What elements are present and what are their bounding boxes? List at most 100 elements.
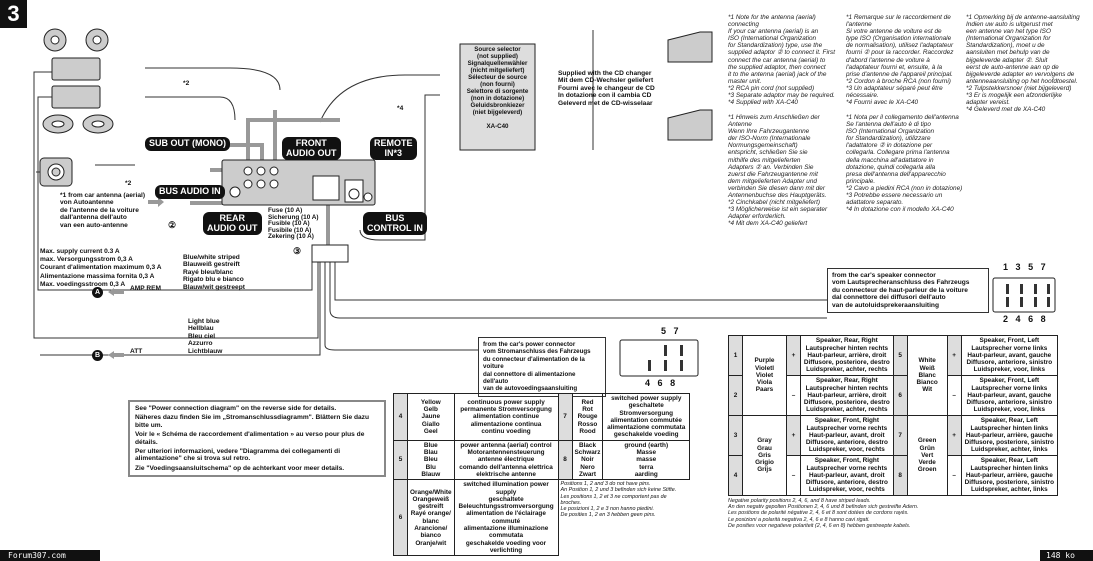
- speaker-table-note: Negative polarity positions 2, 4, 6, and…: [728, 498, 919, 529]
- pin-number: 5: [892, 335, 908, 376]
- see-power-it: Per ulteriori informazioni, vedere "Diag…: [135, 448, 341, 463]
- wire-power-conn: [324, 262, 478, 351]
- marker-a: A: [92, 287, 103, 298]
- power-connector-text: from the car's power connector vom Strom…: [478, 337, 606, 397]
- cd-changer-text: Supplied with the CD changer Mit dem CD-…: [558, 70, 655, 107]
- pin-label: 1: [1003, 262, 1009, 272]
- section-number: 3: [0, 0, 27, 28]
- footer-site: Forum307.com: [0, 550, 100, 561]
- table-row: 5 Blue Blau Bleu Blu Blauw power antenna…: [393, 439, 690, 481]
- speaker-harness-connector: [992, 277, 1056, 313]
- arrow-att: [108, 351, 124, 359]
- polarity: –: [946, 375, 962, 416]
- speaker-function: Speaker, Rear, Left Lautsprecher hinten …: [960, 455, 1059, 496]
- power-wire-table: 4 Yellow Gelb Jaune Giallo Geel continuo…: [393, 393, 690, 557]
- pin-number: 1: [728, 335, 743, 376]
- cd-changer-2: [667, 109, 713, 141]
- blue-white-text: Blue/white striped Blauweiß gestreift Ra…: [183, 254, 245, 291]
- pin-number: 4: [393, 393, 408, 441]
- label-star2-sub: *2: [125, 180, 132, 187]
- pin-number: 6: [393, 479, 408, 557]
- label-front-audio-out: FRONT AUDIO OUT: [282, 137, 341, 160]
- speaker-function: Speaker, Front, Left Lautsprecher vorne …: [960, 375, 1059, 416]
- source-selector-text: Source selector (not supplied) Signalque…: [466, 46, 529, 130]
- wire-function: switched illumination power supply gesch…: [453, 479, 559, 557]
- speaker-pins-bottom: 2 4 6 8: [1003, 314, 1046, 324]
- label-rear-audio-out: REAR AUDIO OUT: [203, 212, 262, 235]
- gray-wire-front: [246, 118, 340, 165]
- wire-color: White Weiß Blanc Bianco Wit: [906, 335, 948, 416]
- speaker-function: Speaker, Front, Right Lautsprecher vorne…: [800, 415, 894, 456]
- label-bus-audio-in: BUS AUDIO IN: [155, 185, 225, 199]
- power-pins-bottom: 4 6 8: [645, 378, 675, 388]
- pin-number: 8: [557, 439, 573, 481]
- pin-number: 5: [393, 439, 408, 481]
- table-row: 1 Purple Violetl Violet Viola Paars + Sp…: [728, 335, 1059, 416]
- wire-color: Black Schwarz Noir Nero Zwart: [571, 439, 604, 481]
- see-power-de: Näheres dazu finden Sie im „Stromanschlu…: [135, 414, 369, 429]
- pin-label: 8: [670, 378, 676, 388]
- amplifier-1: [51, 57, 101, 81]
- source-selector-box: [459, 43, 536, 151]
- pin-label: 6: [657, 378, 663, 388]
- pin-label: 4: [1015, 314, 1021, 324]
- arrow-amp-rem: [108, 288, 124, 296]
- table-row: 4 – Speaker, Front, Right Lautsprecher v…: [728, 455, 1059, 496]
- wire-color: Green Grün Vert Verde Groen: [906, 415, 948, 496]
- wire-color: Orange/White Orangeweiß gestreift Rayé o…: [407, 479, 455, 557]
- label-adapter-2: ②: [168, 220, 177, 230]
- wire-function: continuous power supply permanente Strom…: [453, 393, 559, 441]
- speaker-pins-top: 1 3 5 7: [1003, 262, 1046, 272]
- label-sub-out: SUB OUT (MONO): [145, 137, 230, 151]
- wire-speaker-conn: [329, 262, 827, 319]
- wire-color: Yellow Gelb Jaune Giallo Geel: [407, 393, 455, 441]
- speaker-function: Speaker, Rear, Right Lautsprecher hinten…: [800, 335, 894, 376]
- wire-amp-rem2: [334, 262, 830, 301]
- label-star2-top: *2: [183, 80, 190, 87]
- light-blue-text: Light blue Hellblau Bleu ciel Azzurro Li…: [188, 318, 223, 355]
- label-bus-control-in: BUS CONTROL IN: [363, 212, 427, 235]
- pin-label: 4: [645, 378, 651, 388]
- pin-number: 6: [892, 375, 908, 416]
- antenna-text: *1 from car antenna (aerial) von Autoant…: [60, 192, 146, 229]
- remote-in-jack: [363, 192, 373, 202]
- pin-number: 3: [728, 415, 743, 456]
- pin-label: 6: [1028, 314, 1034, 324]
- power-connector-socket: [312, 175, 340, 201]
- arrow-antenna: [148, 197, 164, 207]
- power-table-note: Positions 1, 2 and 3 do not have pins. A…: [560, 481, 677, 519]
- wire-rear-rca: [145, 96, 236, 121]
- note-nl: *1 Opmerking bij de antenne-aansluiting …: [966, 14, 1080, 114]
- pin-label: 7: [1040, 262, 1046, 272]
- pin-label: 7: [673, 326, 679, 336]
- polarity: –: [946, 455, 962, 496]
- cd-changer-1: [667, 31, 713, 63]
- wire-color: Red Rot Rouge Rosso Rood: [571, 393, 604, 441]
- wire-star4: [319, 74, 440, 123]
- note-fr: *1 Remarque sur le raccordement de l'ant…: [846, 14, 954, 107]
- see-power-en: See "Power connection diagram" on the re…: [135, 405, 337, 412]
- wire-function: switched power supply geschaltete Stromv…: [602, 393, 690, 441]
- wire-color: Blue Blau Bleu Blu Blauw: [407, 439, 455, 481]
- see-power-diagram-box: See "Power connection diagram" on the re…: [128, 400, 386, 478]
- label-star4: *4: [397, 105, 404, 112]
- pin-label: 5: [1028, 262, 1034, 272]
- note-it: *1 Nota per il collegamento dell'antenna…: [846, 114, 963, 214]
- max-supply-text: Max. supply current 0.3 A max. Versorgun…: [40, 248, 162, 288]
- footer-size: 148 ko: [1040, 550, 1093, 561]
- polarity: +: [946, 415, 962, 456]
- polarity: +: [946, 335, 962, 376]
- table-row: 3 Gray Grau Gris Grigio Grijs + Speaker,…: [728, 415, 1059, 496]
- pin-number: 2: [728, 375, 743, 416]
- polarity: –: [786, 455, 801, 496]
- speaker-function: Speaker, Front, Right Lautsprecher vorne…: [800, 455, 894, 496]
- wire-connector-3: [311, 244, 349, 263]
- pin-label: 2: [1003, 314, 1009, 324]
- wire-color: Gray Grau Gris Grigio Grijs: [742, 415, 787, 496]
- wire-function: ground (earth) Masse masse terra aarding: [602, 439, 690, 481]
- pin-label: 8: [1040, 314, 1046, 324]
- speaker-function: Speaker, Rear, Right Lautsprecher hinten…: [800, 375, 894, 416]
- att-label: ATT: [130, 348, 143, 355]
- see-power-fr: Voir le « Schéma de raccordement d'alime…: [135, 431, 365, 446]
